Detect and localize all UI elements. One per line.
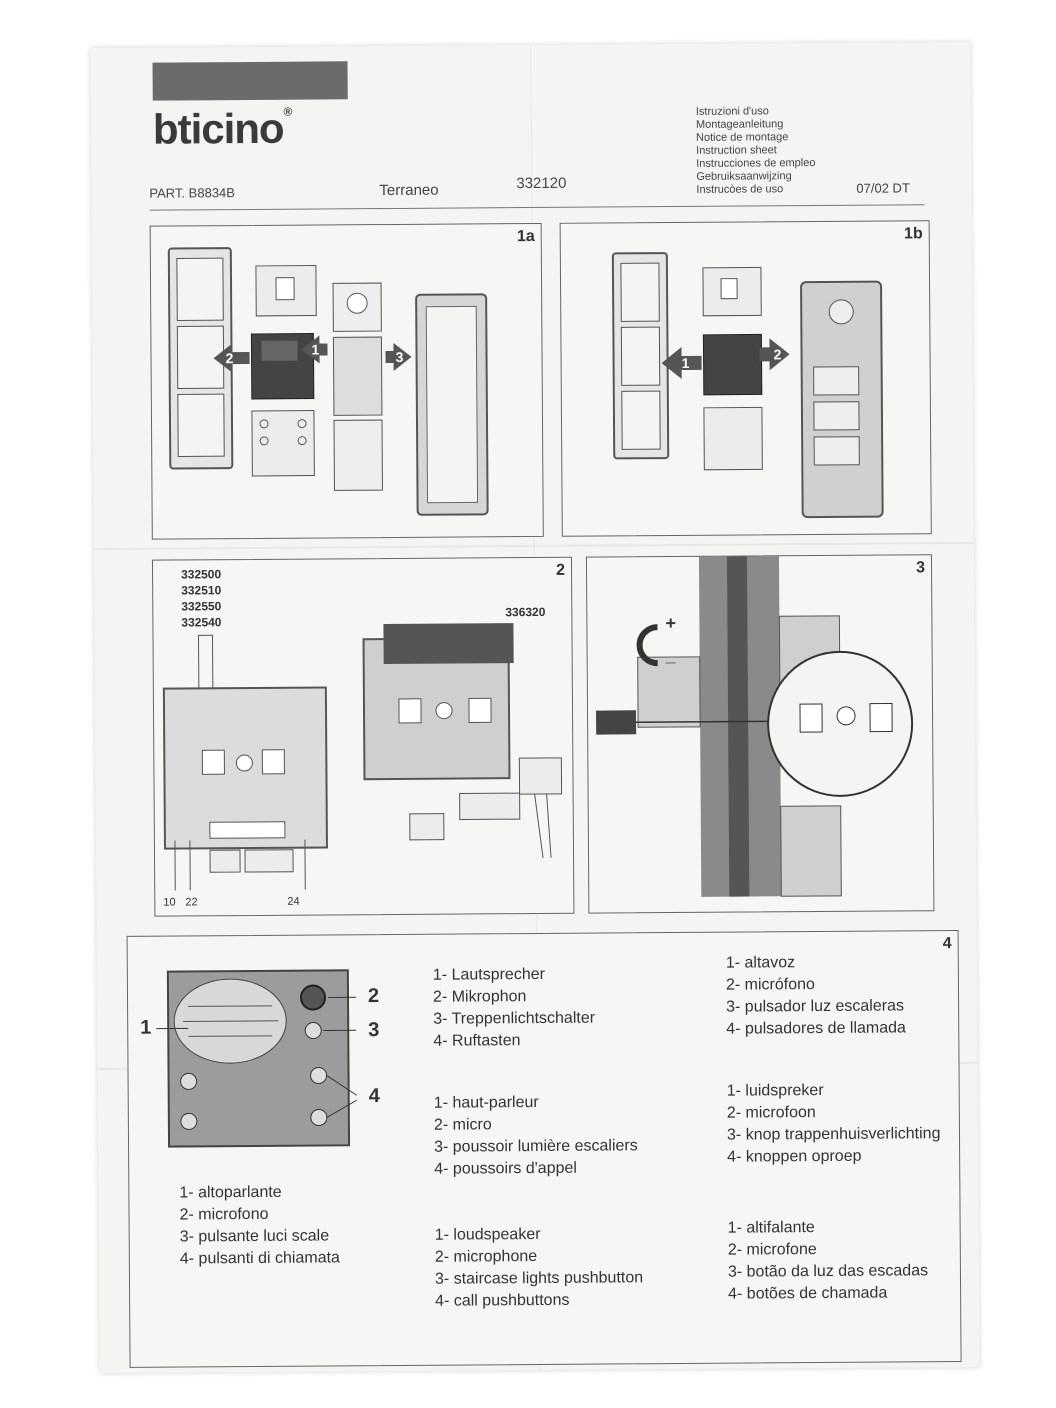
legend-italian: 1- altoparlante 2- microfono 3- pulsante… (179, 1181, 340, 1270)
legend-portuguese: 1- altifalante 2- microfone 3- botão da … (728, 1216, 929, 1305)
terminal-number: 22 (185, 896, 198, 909)
date-code: 07/02 DT (856, 180, 910, 196)
language-item: Instruction sheet (696, 144, 777, 157)
legend-line: 1- altavoz (725, 954, 796, 972)
legend-line: 2- microfone (727, 1241, 817, 1259)
legend-line: 2- microfono (179, 1205, 269, 1224)
step-number: 2 (225, 350, 234, 367)
adjustment-diagram (596, 556, 914, 897)
legend-line: 1- luidspreker (726, 1081, 824, 1100)
legend-line: 4- Ruftasten (433, 1032, 521, 1050)
exploded-assembly-diagram (167, 247, 489, 516)
legend-line: 2- micrófono (725, 976, 815, 994)
language-item: Notice de montage (695, 131, 789, 144)
legend-french: 1- haut-parleur 2- micro 3- poussoir lum… (434, 1091, 638, 1180)
step-number: 1 (681, 354, 690, 371)
terminal-number: 24 (287, 895, 300, 908)
legend-line: 3- Treppenlichtschalter (433, 1009, 596, 1028)
legend-line: 1- loudspeaker (434, 1225, 541, 1244)
language-item: Gebruiksaanwijzing (696, 170, 792, 183)
legend-english: 1- loudspeaker 2- microphone 3- staircas… (435, 1223, 644, 1312)
legend-line: 2- microphone (434, 1247, 538, 1266)
legend-line: 4- pulsanti di chiamata (179, 1249, 340, 1268)
step-number: 1 (311, 341, 320, 358)
terminal-number: 10 (163, 896, 176, 909)
product-code: 332120 (516, 174, 567, 193)
brand-logo: bticino® (152, 104, 292, 153)
brand-name: bticino (152, 104, 284, 153)
legend-line: 1- haut-parleur (433, 1093, 539, 1112)
panel-1a: 1a (149, 222, 544, 540)
wiring-diagram (162, 623, 563, 891)
language-item: Istruzioni d'uso (695, 105, 769, 118)
legend-line: 3- pulsador luz escaleras (726, 997, 905, 1016)
callout-number: 1 (140, 1016, 152, 1039)
legend-line: 4- botões de chamada (728, 1284, 888, 1303)
legend-german: 1- Lautsprecher 2- Mikrophon 3- Treppenl… (433, 964, 595, 1053)
legend-line: 4- call pushbuttons (435, 1291, 570, 1310)
panel-1b: 1b 1 2 (559, 220, 932, 537)
callout-number: 2 (367, 985, 380, 1008)
callout-number: 3 (368, 1019, 380, 1042)
legend-line: 4- knoppen oproep (727, 1147, 862, 1166)
legend-line: 3- staircase lights pushbutton (434, 1269, 644, 1288)
language-item: Instrucciones de empleo (696, 157, 816, 170)
module-callout-diagram (156, 969, 357, 1148)
legend-line: 4- poussoirs d'appel (434, 1159, 577, 1178)
legend-spanish: 1- altavoz 2- micrófono 3- pulsador luz … (726, 951, 906, 1040)
legend-line: 1- altoparlante (179, 1183, 282, 1202)
language-list: Istruzioni d'uso Montageanleitung Notice… (696, 105, 816, 197)
step-number: 3 (395, 348, 404, 365)
minus-sign: _ (665, 645, 676, 666)
instruction-sheet: bticino® Istruzioni d'uso Montageanleitu… (90, 41, 980, 1374)
legend-dutch: 1- luidspreker 2- microfoon 3- knop trap… (727, 1079, 941, 1168)
exploded-assembly-diagram (611, 252, 884, 519)
logo-bar (152, 61, 348, 101)
step-number: 2 (773, 346, 782, 363)
product-name: Terraneo (379, 181, 439, 200)
language-item: Instrucòes de uso (696, 183, 784, 196)
legend-line: 3- poussoir lumière escaliers (434, 1137, 638, 1156)
panel-4: 4 1 2 3 4 1- altoparlante 2- microfono (126, 930, 962, 1368)
panel-2: 2 332500 332510 332550 332540 336320 (151, 556, 575, 917)
language-item: Montageanleitung (695, 118, 784, 131)
panel-3: 3 + _ (585, 554, 935, 914)
header-rule (149, 204, 925, 211)
legend-line: 3- botão da luz das escadas (727, 1262, 929, 1281)
legend-line: 4- pulsadores de llamada (726, 1019, 906, 1038)
legend-line: 2- Mikrophon (432, 988, 527, 1006)
legend-line: 1- Lautsprecher (432, 965, 545, 984)
callout-number: 4 (368, 1085, 380, 1108)
legend-line: 2- microfoon (726, 1104, 816, 1122)
part-number: PART. B8834B (149, 185, 235, 201)
legend-line: 1- altifalante (727, 1219, 815, 1237)
legend-line: 3- pulsante luci scale (179, 1227, 330, 1246)
plus-sign: + (665, 613, 676, 634)
legend-line: 3- knop trappenhuisverlichting (726, 1125, 941, 1144)
legend-line: 2- micro (433, 1116, 492, 1134)
